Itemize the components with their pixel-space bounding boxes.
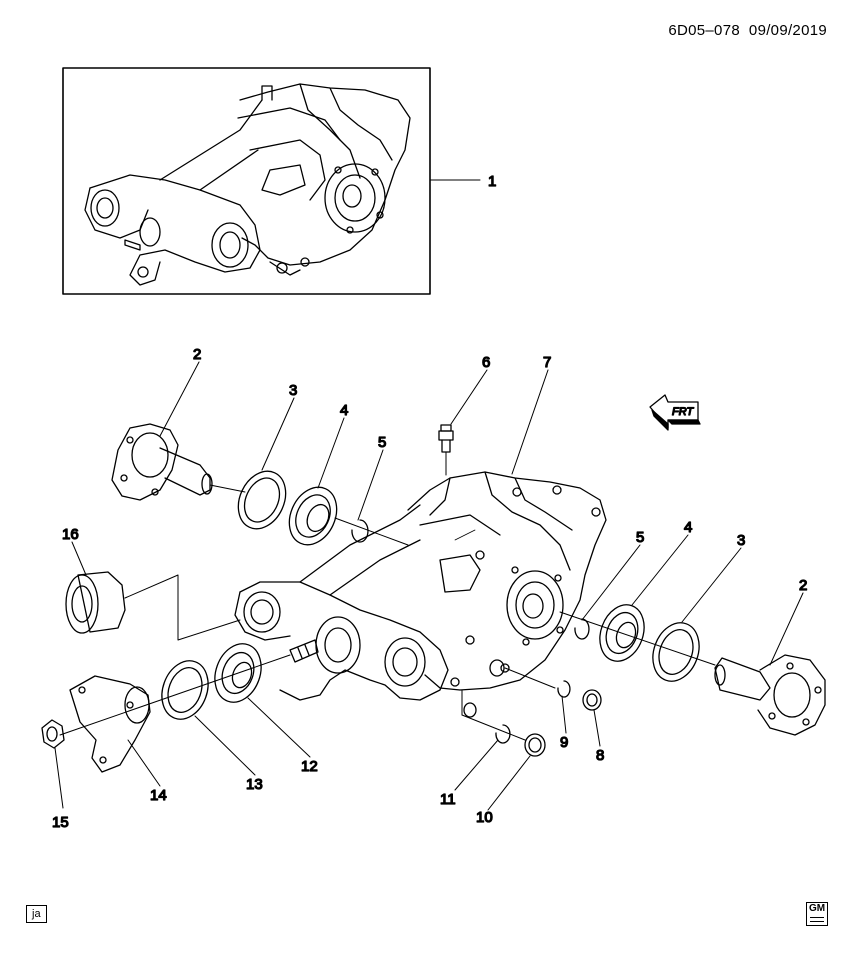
front-direction-arrow: FRT [649, 394, 701, 431]
diagram-date: 09/09/2019 [748, 22, 827, 39]
callout-4-right: 4 [684, 519, 692, 536]
callout-13: 13 [246, 776, 263, 793]
callout-15: 15 [52, 814, 69, 831]
callout-5-right: 5 [636, 529, 644, 546]
callout-2-left: 2 [193, 346, 201, 363]
callout-9: 9 [560, 734, 568, 751]
washer-9 [557, 680, 571, 698]
output-shaft-right [714, 654, 826, 736]
gm-logo: GM [806, 902, 828, 926]
callout-10: 10 [476, 809, 493, 826]
diagram-id: 6D05–078 [668, 22, 740, 39]
gm-logo-text: GM [808, 903, 826, 914]
snap-ring-5-left [351, 519, 369, 543]
seal-3-left [237, 470, 287, 530]
callout-5-left: 5 [378, 434, 386, 451]
plug-8 [582, 689, 602, 711]
output-shaft-left [111, 423, 246, 501]
callout-8: 8 [596, 747, 604, 764]
nut-15 [41, 719, 65, 749]
seal-12 [214, 643, 262, 703]
bushing-16 [65, 571, 241, 641]
pinion-flange-14 [69, 675, 151, 773]
callout-1: 1 [488, 173, 496, 190]
frt-label: FRT [672, 406, 694, 418]
carrier-housing [234, 471, 607, 718]
callout-4-left: 4 [340, 402, 348, 419]
callout-3-left: 3 [289, 382, 297, 399]
callout-16: 16 [62, 526, 79, 543]
callout-7: 7 [543, 354, 551, 371]
callout-12: 12 [301, 758, 318, 775]
illustration-tag: ja [26, 905, 47, 923]
diagram-header: 6D05–078 09/09/2019 [668, 22, 827, 39]
bearing-4-left [288, 486, 338, 546]
plug-10 [524, 733, 546, 757]
assembly-inset [62, 67, 481, 295]
callout-6: 6 [482, 354, 490, 371]
vent-fitting [438, 424, 454, 476]
callout-14: 14 [150, 787, 167, 804]
snap-ring-5-right [574, 618, 590, 640]
washer-11 [495, 724, 511, 744]
callout-11: 11 [440, 791, 456, 808]
callout-3-right: 3 [737, 532, 745, 549]
seal-13 [161, 660, 209, 720]
callout-2-right: 2 [799, 577, 807, 594]
